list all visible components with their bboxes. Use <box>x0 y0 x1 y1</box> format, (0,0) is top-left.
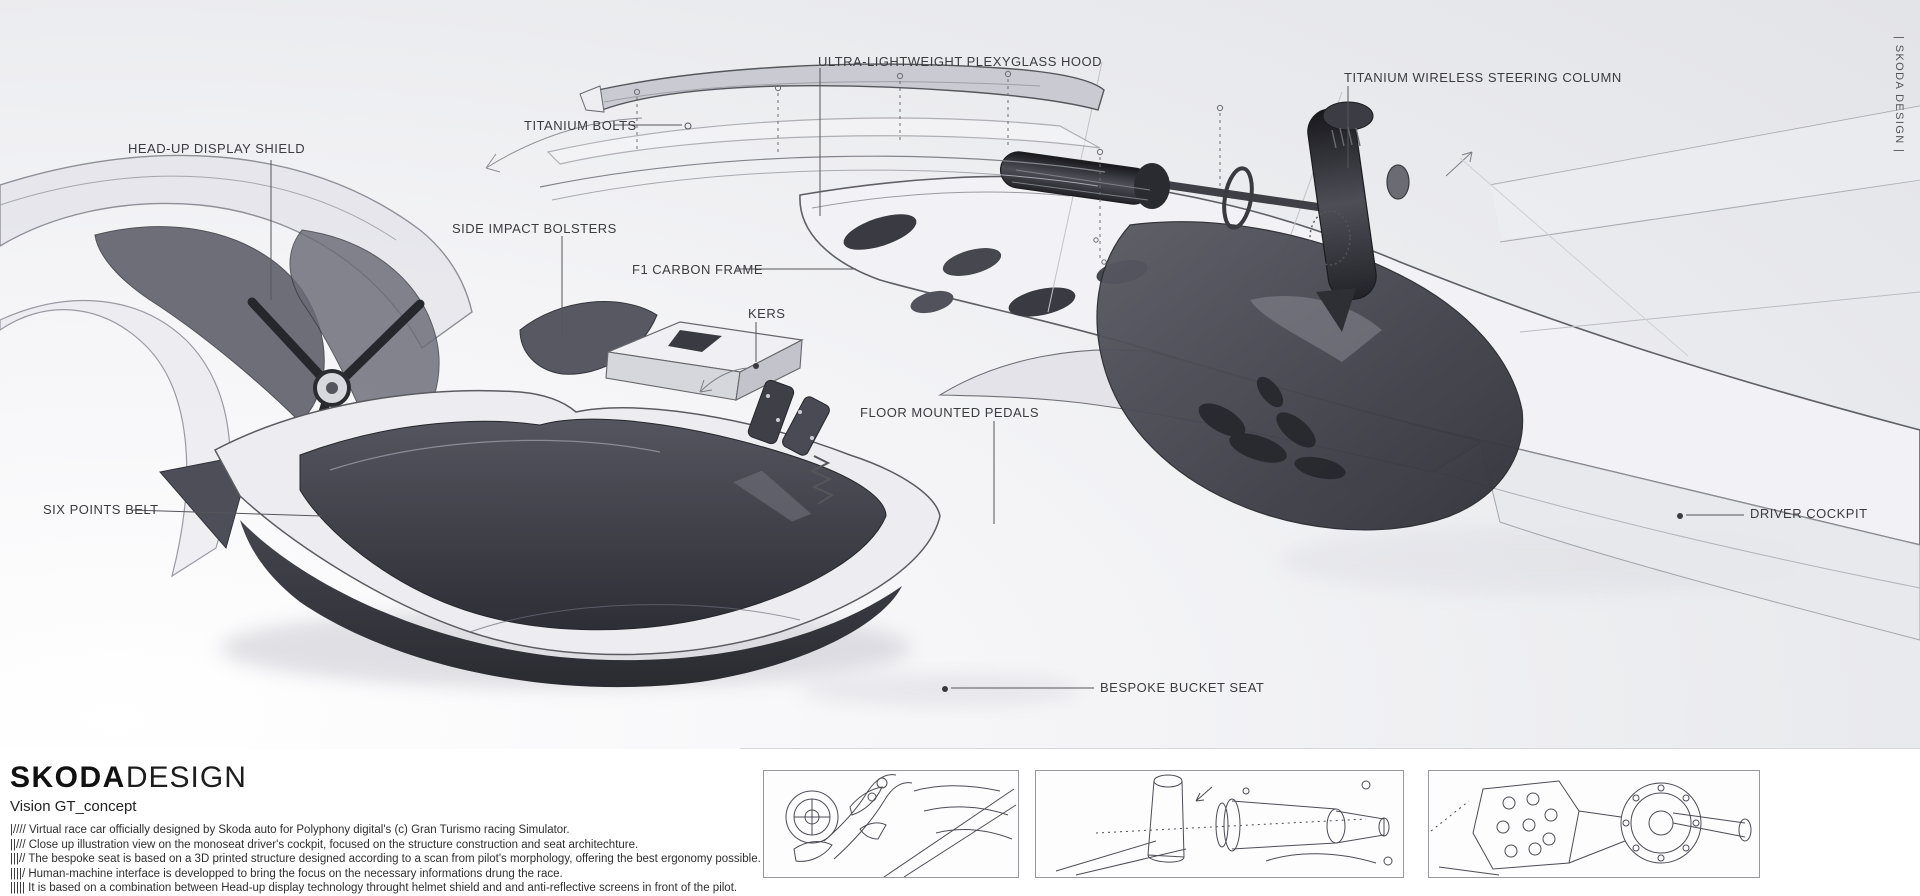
label-kers: KERS <box>748 306 786 321</box>
head-up-shield-sketch <box>0 154 473 578</box>
label-titanium-wireless-steering-column: TITANIUM WIRELESS STEERING COLUMN <box>1344 70 1622 85</box>
kers-console-sketch <box>519 301 804 401</box>
concept-sketch-stage: HEAD-UP DISPLAY SHIELD TITANIUM BOLTS UL… <box>0 0 1920 749</box>
brand-logo-light: DESIGN <box>125 761 247 794</box>
bucket-seat-sketch <box>213 389 941 688</box>
concept-sketch <box>0 61 1920 706</box>
bolt-callouts <box>633 70 1224 265</box>
thumbnail-cockpit-sketch <box>763 770 1019 878</box>
label-side-impact-bolsters: SIDE IMPACT BOLSTERS <box>452 221 617 236</box>
label-f1-carbon-frame: F1 CARBON FRAME <box>632 262 764 277</box>
label-bespoke-bucket-seat: BESPOKE BUCKET SEAT <box>1100 680 1265 695</box>
label-plexyglass-hood: ULTRA-LIGHTWEIGHT PLEXYGLASS HOOD <box>818 54 1103 69</box>
vertical-brand-tag: | SKODA DESIGN | <box>1893 36 1905 154</box>
brand-logo: SKODADESIGN <box>10 763 761 793</box>
label-six-points-belt: SIX POINTS BELT <box>43 502 159 517</box>
description-line: ||||| It is based on a combination betwe… <box>10 882 738 895</box>
label-titanium-bolts: TITANIUM BOLTS <box>524 118 637 133</box>
footer-divider <box>740 748 1920 749</box>
description-line: ||/// Close up illustration view on the … <box>10 838 639 851</box>
steering-column-sketch <box>999 101 1410 332</box>
canopy-outline-sketch <box>485 117 1106 201</box>
thumbnail-steering-column-sketch <box>1035 770 1404 878</box>
pedals-sketch <box>699 367 835 523</box>
brand-block: SKODADESIGN Vision GT_concept |//// Virt… <box>10 763 761 896</box>
project-subtitle: Vision GT_concept <box>10 798 137 815</box>
label-head-up-display-shield: HEAD-UP DISPLAY SHIELD <box>128 141 306 156</box>
brand-logo-bold: SKODA <box>10 761 126 794</box>
description-line: ||||/ Human-machine interface is develop… <box>10 867 563 880</box>
description-line: |||// The bespoke seat is based on a 3D … <box>10 853 761 866</box>
plexyglass-hood-sketch <box>579 63 1105 113</box>
leader-lines <box>130 68 1744 692</box>
project-description: |//// Virtual race car officially design… <box>10 823 761 896</box>
label-floor-mounted-pedals: FLOOR MOUNTED PEDALS <box>860 405 1040 420</box>
deck-lines-sketch <box>1047 61 1920 357</box>
label-driver-cockpit: DRIVER COCKPIT <box>1750 506 1868 521</box>
thumbnail-hub-sketch <box>1428 770 1760 878</box>
cockpit-interior-sketch <box>1096 221 1524 531</box>
leader-six-points-belt <box>130 509 323 517</box>
description-line: |//// Virtual race car officially design… <box>10 824 570 836</box>
footer: SKODADESIGN Vision GT_concept |//// Virt… <box>0 748 1920 896</box>
